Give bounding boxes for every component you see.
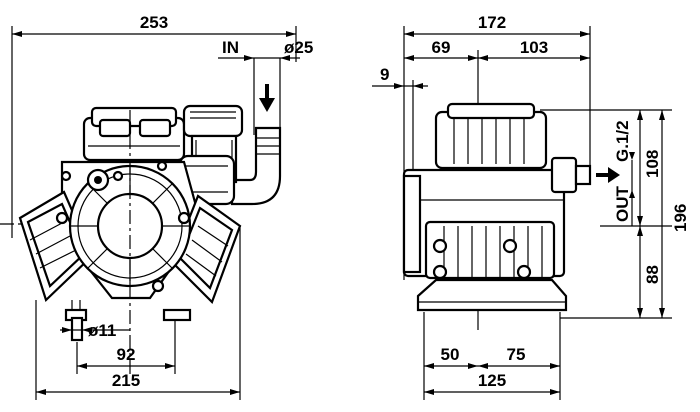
outlet-diameter: ø11	[88, 321, 116, 340]
dim-lower-height-text: 88	[643, 265, 662, 284]
inlet-diameter: ø25	[284, 38, 313, 57]
dim-upper-height-text: 108	[643, 150, 662, 178]
dim-offset-text: 9	[380, 65, 389, 84]
side-view: 172 69 103 9	[372, 13, 690, 400]
dim-offset: 9	[372, 65, 428, 178]
dim-base-half-text: 92	[117, 345, 136, 364]
dim-base-left-text: 50	[441, 345, 460, 364]
dim-depth-a-text: 69	[432, 38, 451, 57]
side-body	[402, 102, 620, 312]
valve-head	[82, 106, 186, 162]
outlet-label: OUT	[613, 186, 632, 223]
accumulator-cap	[178, 104, 244, 206]
outlet-flow-arrow-icon	[608, 167, 620, 183]
dim-overall-width: 253	[11, 13, 297, 238]
dim-heights: 108 88 196	[540, 109, 690, 319]
dim-base-width-text: 215	[112, 371, 140, 390]
dim-depth-b-text: 103	[520, 38, 548, 57]
dim-base-split: 50 75	[423, 312, 561, 400]
dim-thread: G.1/2 OUT	[613, 120, 635, 226]
dim-side-base-width-text: 125	[478, 371, 506, 390]
thread-label: G.1/2	[613, 120, 632, 162]
dim-overall-depth: 172	[403, 13, 591, 280]
inlet-elbow	[230, 126, 282, 206]
dim-overall-height-text: 196	[671, 204, 690, 232]
front-view: 253 IN ø25	[0, 13, 313, 400]
crank-housing	[18, 160, 242, 322]
dim-overall-width-text: 253	[140, 13, 168, 32]
dim-base-width-side: 125	[424, 371, 560, 395]
inlet-flow-arrow-icon	[259, 98, 275, 112]
dim-inlet: IN ø25	[218, 38, 313, 135]
dim-base-right-text: 75	[507, 345, 526, 364]
dim-outlet: ø11	[60, 316, 130, 342]
dim-base-width: 215	[35, 228, 241, 400]
dim-overall-depth-text: 172	[478, 13, 506, 32]
inlet-label: IN	[222, 38, 239, 57]
dim-base-half: 92	[76, 320, 176, 374]
